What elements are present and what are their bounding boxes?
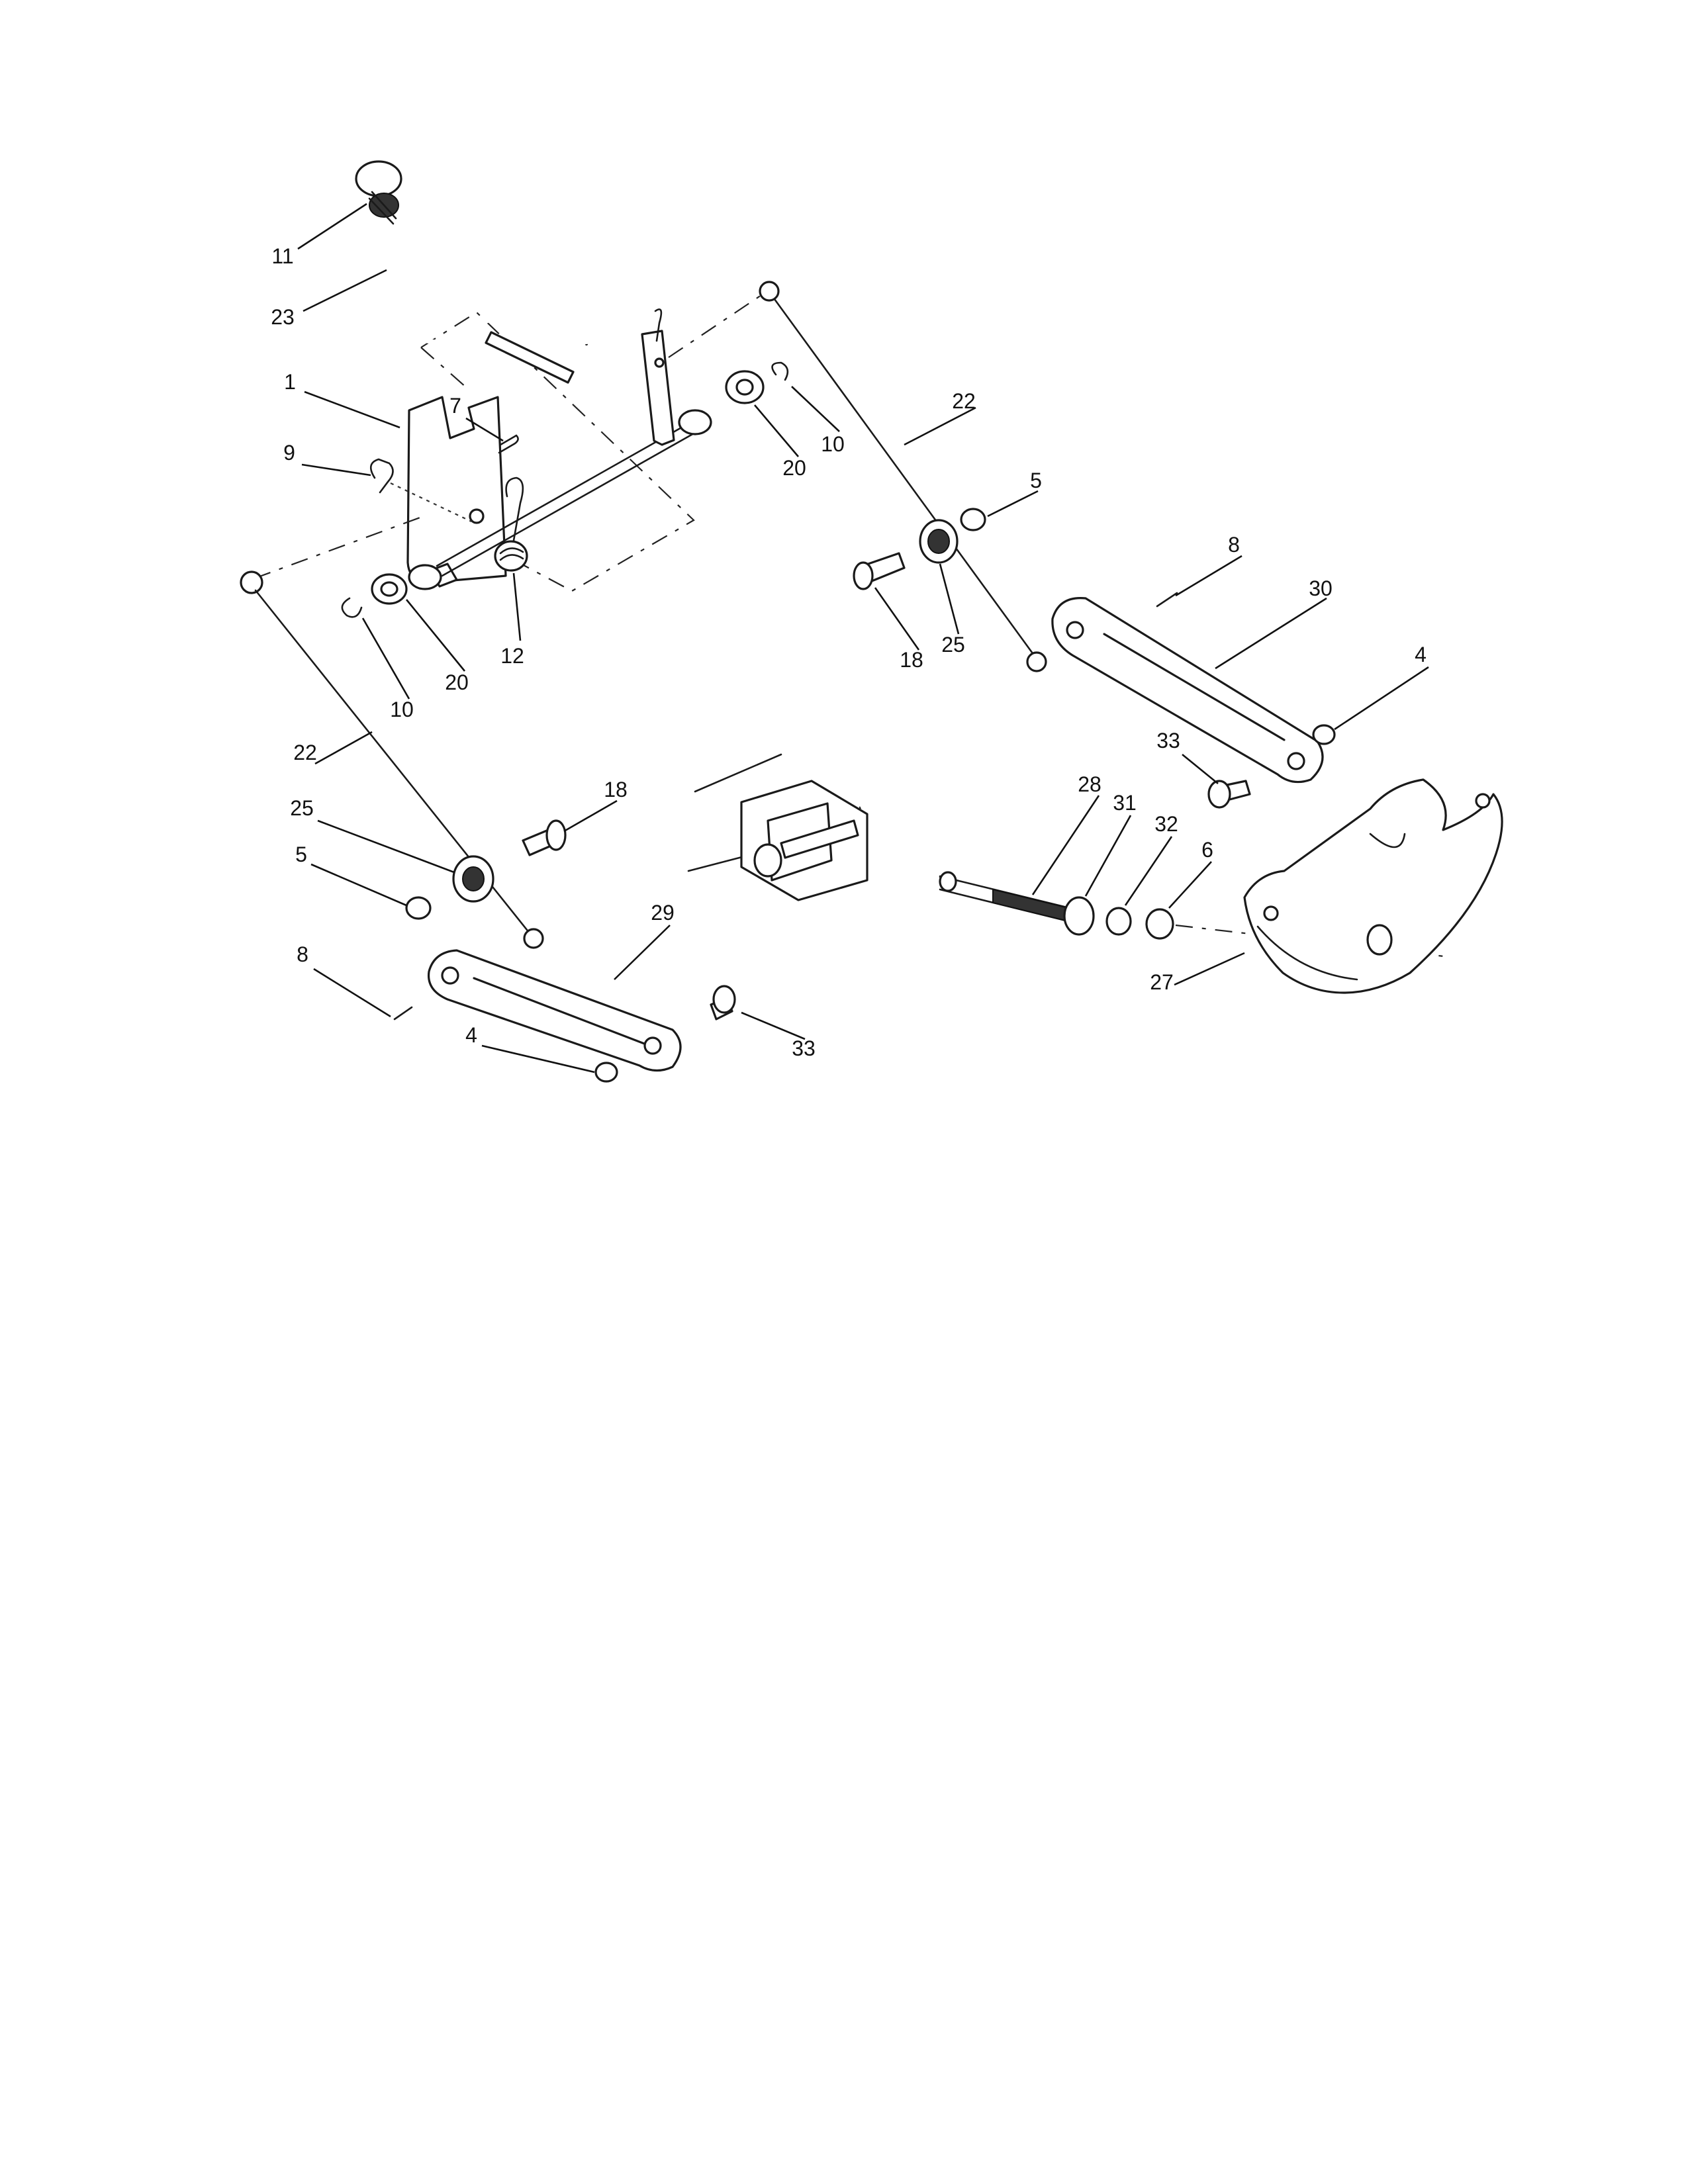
callout-22: 22 bbox=[293, 741, 317, 764]
callout-27: 27 bbox=[1150, 970, 1174, 994]
callout-28: 28 bbox=[1078, 772, 1102, 796]
lift-bracket-1 bbox=[406, 396, 507, 588]
callout-5: 5 bbox=[1030, 469, 1042, 492]
leader-lines bbox=[297, 203, 1429, 1073]
callout-30: 30 bbox=[1309, 576, 1333, 600]
callout-25: 25 bbox=[941, 633, 965, 657]
nut-6 bbox=[1145, 908, 1174, 940]
callout-20: 20 bbox=[782, 456, 806, 480]
centerline-left-rod bbox=[254, 515, 424, 580]
callout-22: 22 bbox=[952, 389, 976, 413]
side-plate-27 bbox=[1243, 778, 1503, 994]
lift-link-22-left bbox=[240, 570, 544, 949]
lift-lever-29 bbox=[427, 949, 682, 1072]
nut-4-left bbox=[594, 1062, 618, 1083]
roller-25-left bbox=[452, 855, 494, 903]
adjustment-rod-28 bbox=[859, 801, 1071, 923]
hairpin-clip-7 bbox=[498, 434, 519, 454]
e-clip-10-left bbox=[341, 597, 363, 618]
assembly-outline-left bbox=[420, 347, 467, 388]
callout-20: 20 bbox=[445, 670, 469, 694]
cotter-pin-8-left bbox=[393, 1006, 413, 1021]
washer-31 bbox=[1063, 896, 1095, 936]
callout-4: 4 bbox=[1415, 643, 1427, 666]
callout-6: 6 bbox=[1201, 838, 1213, 862]
callout-8: 8 bbox=[1228, 533, 1240, 557]
callout-12: 12 bbox=[500, 644, 524, 668]
handle-grip-11 bbox=[355, 160, 402, 225]
callout-1: 1 bbox=[284, 370, 296, 394]
callout-11: 11 bbox=[271, 244, 293, 268]
torsion-spring-12 bbox=[494, 477, 528, 572]
nut-5-right bbox=[960, 508, 986, 531]
nut-4-right bbox=[1312, 724, 1336, 745]
pin-18-left bbox=[522, 819, 567, 856]
assembly-outline bbox=[420, 311, 695, 592]
bushing-20-left bbox=[371, 573, 408, 605]
callout-18: 18 bbox=[604, 778, 628, 801]
lift-lever-30 bbox=[1051, 596, 1324, 784]
lift-link-22-right bbox=[759, 281, 1047, 672]
callout-29: 29 bbox=[651, 901, 675, 925]
centerline-rod-28 bbox=[1175, 924, 1450, 958]
hairpin-9 bbox=[369, 458, 394, 494]
callout-4: 4 bbox=[465, 1023, 477, 1047]
roller-25-right bbox=[919, 519, 959, 564]
callout-18: 18 bbox=[900, 648, 923, 672]
callout-10: 10 bbox=[390, 698, 414, 721]
e-clip-10-right bbox=[771, 361, 789, 381]
callout-7: 7 bbox=[449, 394, 461, 418]
callout-9: 9 bbox=[283, 441, 295, 465]
nut-32 bbox=[1105, 907, 1132, 936]
callout-33: 33 bbox=[1156, 729, 1180, 752]
callout-31: 31 bbox=[1113, 791, 1137, 815]
pin-18-right bbox=[853, 552, 906, 590]
callout-10: 10 bbox=[821, 432, 845, 456]
callout-5: 5 bbox=[295, 842, 307, 866]
part-callouts: 11 23 1 7 9 12 20 10 20 10 22 5 18 25 8 30 4 33 22 18 25 5 28 3… bbox=[271, 244, 1427, 1060]
bushing-20-right bbox=[725, 370, 765, 404]
lift-cross-shaft bbox=[408, 409, 712, 590]
bolt-33-right bbox=[1207, 780, 1251, 809]
cotter-pin-8-right bbox=[1156, 592, 1178, 608]
bolt-33-left bbox=[710, 985, 736, 1021]
callout-23: 23 bbox=[271, 305, 295, 329]
alignment-line-9 bbox=[390, 482, 472, 522]
centerline-right-rod bbox=[668, 295, 762, 358]
frame-yoke bbox=[687, 753, 868, 901]
callout-25: 25 bbox=[290, 796, 314, 820]
lift-handle-23 bbox=[381, 197, 589, 384]
callout-32: 32 bbox=[1154, 812, 1178, 836]
callout-8: 8 bbox=[297, 942, 308, 966]
callout-33: 33 bbox=[792, 1036, 816, 1060]
nut-5-left bbox=[405, 896, 432, 920]
shaft-arm-bracket bbox=[641, 308, 675, 446]
